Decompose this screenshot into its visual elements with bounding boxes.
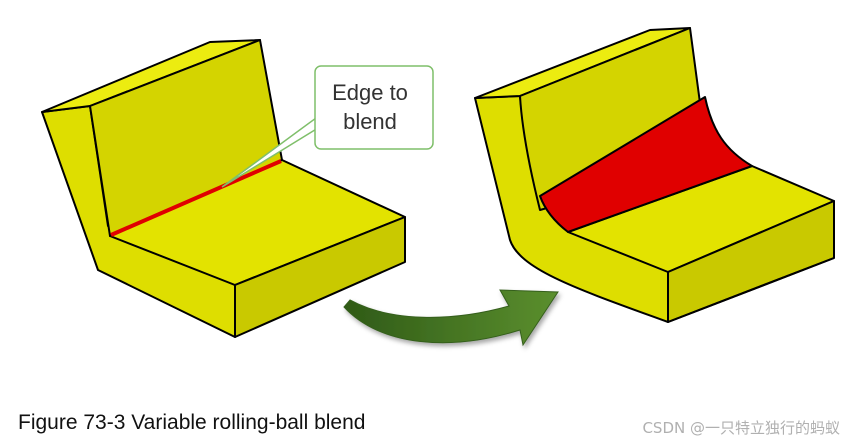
right-part-base-shadow [667,257,835,323]
callout-text-line2: blend [343,109,397,134]
left-part-edge-to-blend [110,159,282,237]
figure-caption: Figure 73-3 Variable rolling-ball blend [18,411,366,434]
curved-arrow [343,289,559,347]
right-part-blend-surface [539,96,753,233]
callout-box: Edge to blend [314,65,434,150]
callout-text-line1: Edge to [332,80,408,105]
left-part-floor-front [234,216,406,338]
right-l-bracket-part [474,27,835,323]
callout-box-frame [314,65,434,150]
left-l-bracket-part [41,39,406,338]
watermark-text: CSDN @一只特立独行的蚂蚁 [642,419,840,437]
